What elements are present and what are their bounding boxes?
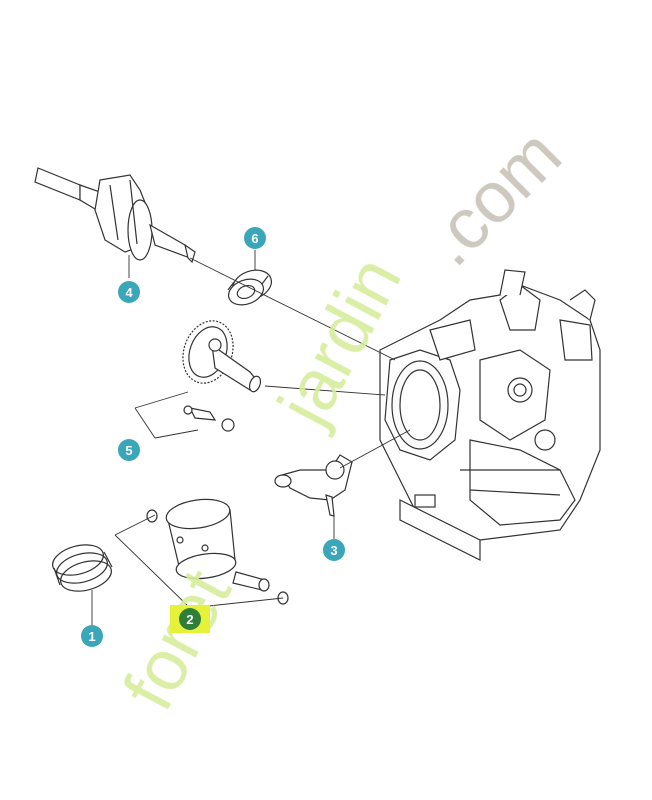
callout-2-label: 2 [186,612,193,627]
piston [146,498,289,605]
callout-6: 6 [244,227,266,249]
callout-5: 5 [118,439,140,461]
callout-1-label: 1 [88,629,95,644]
callout-5-label: 5 [125,443,132,458]
callout-3: 3 [323,539,345,561]
callout-3-label: 3 [330,543,337,558]
callout-1: 1 [81,625,103,647]
callout-2: 2 [170,605,210,633]
piston-rings [52,544,113,592]
callout-4-label: 4 [125,285,133,300]
watermark-suffix: .com [410,114,577,281]
bearing [227,269,272,306]
engine-block [379,269,601,561]
callout-6-label: 6 [251,231,258,246]
crankshaft [34,167,196,264]
connecting-rod [274,454,353,517]
callout-4: 4 [118,281,140,303]
watermark-word1: foret [108,558,246,723]
camshaft [182,320,262,432]
leader-lines [91,250,411,625]
